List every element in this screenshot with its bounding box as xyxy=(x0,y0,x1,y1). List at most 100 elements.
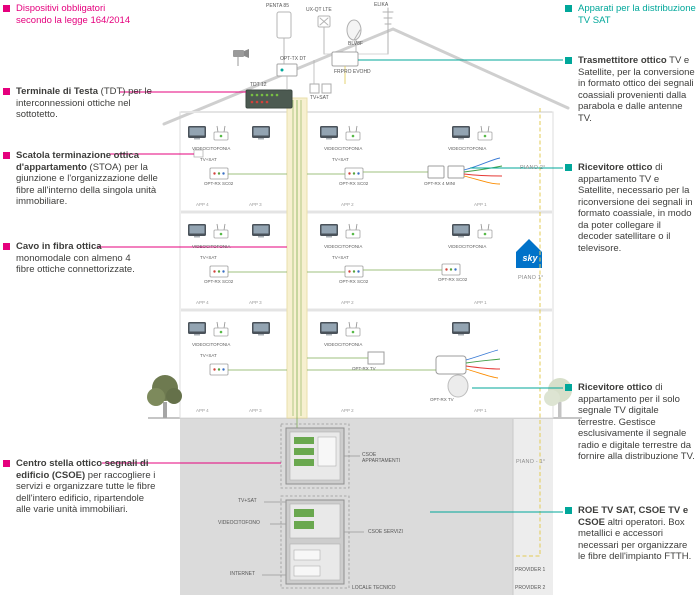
annotation-bold: ROE TV SAT, CSOE TV e CSOE xyxy=(578,505,689,528)
annotation-bold: Ricevitore ottico xyxy=(578,162,653,173)
floor-2-devices xyxy=(188,125,503,185)
elika-antenna-icon xyxy=(382,7,394,55)
tv-icon xyxy=(452,322,470,336)
tree-icon-left xyxy=(147,375,182,418)
annotation-ricevitore-sat-text: Ricevitore ottico di appartamento TV e S… xyxy=(578,162,697,255)
legend-right: Apparati per la distribuzione TV SAT xyxy=(565,3,697,27)
label-optrx-sc02: OPT-RX SC02 xyxy=(339,181,369,186)
lte-antenna-icon xyxy=(317,15,331,28)
opt-tx-led xyxy=(280,68,284,72)
annotation-cavo-text: Cavo in fibra ottica monomodale con alme… xyxy=(16,241,143,276)
legend-right-title: Apparati per la distribuzione TV SAT xyxy=(578,3,696,27)
label-videocitofonia: VIDEOCITOFONIA xyxy=(448,146,487,151)
label-videocitofonia: VIDEOCITOFONIA xyxy=(324,146,363,151)
tv-icon xyxy=(252,126,270,140)
label-frpro-evohd: FRPRO EVOHD xyxy=(334,69,371,75)
label-app-2: APP 2 xyxy=(341,202,354,207)
csoe-appartamenti-cabinet xyxy=(285,427,345,485)
camera-icon xyxy=(233,49,249,66)
annotation-trasmettitore: Trasmettitore ottico TV e Satellite, per… xyxy=(565,55,697,124)
label-tvsat: TV+SAT xyxy=(200,353,217,358)
antenna-group xyxy=(276,7,394,65)
tv-icon xyxy=(452,224,470,238)
label-opt-tx-dt: OPT-TX DT xyxy=(280,56,307,62)
annotation-bold: Scatola terminazione ottica d'appartamen… xyxy=(16,150,140,173)
label-piano-minus-1: PIANO - 1° xyxy=(516,459,546,465)
annotation-bold: Trasmettitore ottico xyxy=(578,55,667,66)
label-optrx-tv: OPT-RX TV xyxy=(352,366,376,371)
annotation-stoa-text: Scatola terminazione ottica d'appartamen… xyxy=(16,150,163,208)
coax-fan-floor2 xyxy=(463,157,503,185)
annotation-csoe-text: Centro stella ottico segnali di edificio… xyxy=(16,458,161,516)
csoe-servizi-cabinet xyxy=(285,499,345,585)
attic-splitter-b xyxy=(321,83,332,94)
tv-icon xyxy=(320,322,338,336)
label-penta-85: PENTA 85 xyxy=(266,3,289,9)
label-app-1: APP 1 xyxy=(474,202,487,207)
sky-logo-text: sky xyxy=(522,253,538,263)
riser-duct xyxy=(286,97,308,430)
tv-icon xyxy=(252,224,270,238)
tv-icon xyxy=(188,322,206,336)
label-app-4: APP 4 xyxy=(196,202,209,207)
basement-area xyxy=(180,419,513,595)
annotation-ricevitore-sat: Ricevitore ottico di appartamento TV e S… xyxy=(565,162,697,255)
legend-left: Dispositivi obbligatori secondo la legge… xyxy=(3,3,168,27)
annotation-csoe: Centro stella ottico segnali di edificio… xyxy=(3,458,161,516)
basement-leader-lines xyxy=(262,455,364,576)
attic-splitter-a xyxy=(309,83,320,94)
csoe-servizi-outline xyxy=(280,495,350,589)
tv-icon xyxy=(188,126,206,140)
annotation-bold: Cavo in fibra ottica xyxy=(16,241,102,252)
label-videocitofonia: VIDEOCITOFONIA xyxy=(192,342,231,347)
magenta-square-icon xyxy=(3,5,10,12)
teal-square-icon xyxy=(565,507,572,514)
satellite-dish-icon xyxy=(346,19,362,53)
magenta-square-icon xyxy=(3,152,10,159)
basement-group xyxy=(262,108,541,589)
label-app-3: APP 3 xyxy=(249,300,262,305)
annotation-trasmettitore-text: Trasmettitore ottico TV e Satellite, per… xyxy=(578,55,697,124)
annotation-rest: altri operatori. Box metallici e accesso… xyxy=(578,516,692,563)
annotation-cavo: Cavo in fibra ottica monomodale con alme… xyxy=(3,241,143,276)
label-internet: INTERNET xyxy=(230,571,255,577)
label-tvsat: TV+SAT xyxy=(200,157,217,162)
label-app-4: APP 4 xyxy=(196,408,209,413)
annotation-bold: Centro stella ottico segnali di edificio… xyxy=(16,458,149,481)
magenta-square-icon xyxy=(3,243,10,250)
label-optrx-sc02: OPT-RX SC02 xyxy=(438,277,468,282)
label-provider-2: PROVIDER 2 xyxy=(515,585,546,591)
annotation-ricevitore-tv-text: Ricevitore ottico di appartamento per il… xyxy=(578,382,697,463)
label-locale-tecnico: LOCALE TECNICO xyxy=(352,585,396,591)
annotation-ricevitore-tv: Ricevitore ottico di appartamento per il… xyxy=(565,382,697,463)
label-videocitofonia: VIDEOCITOFONIA xyxy=(448,244,487,249)
optrx-tv-box xyxy=(367,351,385,365)
label-app-4: APP 4 xyxy=(196,300,209,305)
label-tvsat-attic: TV+SAT xyxy=(310,95,329,101)
label-piano-1: PIANO 1° xyxy=(518,275,544,281)
label-provider-1: PROVIDER 1 xyxy=(515,567,546,573)
annotation-rest: (TDT) per le interconnessioni ottiche ne… xyxy=(16,86,152,121)
penta-antenna-icon xyxy=(276,11,292,39)
multiswitch-device xyxy=(447,165,465,179)
label-tvsat: TV+SAT xyxy=(332,255,349,260)
label-app-2: APP 2 xyxy=(341,408,354,413)
sky-logo xyxy=(516,239,542,268)
label-app-2: APP 2 xyxy=(341,300,354,305)
label-app-3: APP 3 xyxy=(249,408,262,413)
label-blv8f: BLV8F xyxy=(348,41,363,47)
tv-icon xyxy=(452,126,470,140)
optical-receiver-icon xyxy=(441,263,461,276)
annotation-rest: di appartamento TV e Satellite, necessar… xyxy=(578,162,693,255)
label-csoe-servizi: CSOE SERVIZI xyxy=(368,529,403,535)
annotation-rest: TV e Satellite, per la conversione in fo… xyxy=(578,55,695,124)
annotation-tdt: Terminale di Testa (TDT) per le intercon… xyxy=(3,86,161,121)
tv-icon xyxy=(252,322,270,336)
label-tvsat-basement: TV+SAT xyxy=(238,498,257,504)
optical-receiver-icon xyxy=(344,167,364,180)
optical-receiver-icon xyxy=(209,167,229,180)
provider-fiber-path xyxy=(516,108,541,557)
basement-right-strip xyxy=(513,419,553,595)
